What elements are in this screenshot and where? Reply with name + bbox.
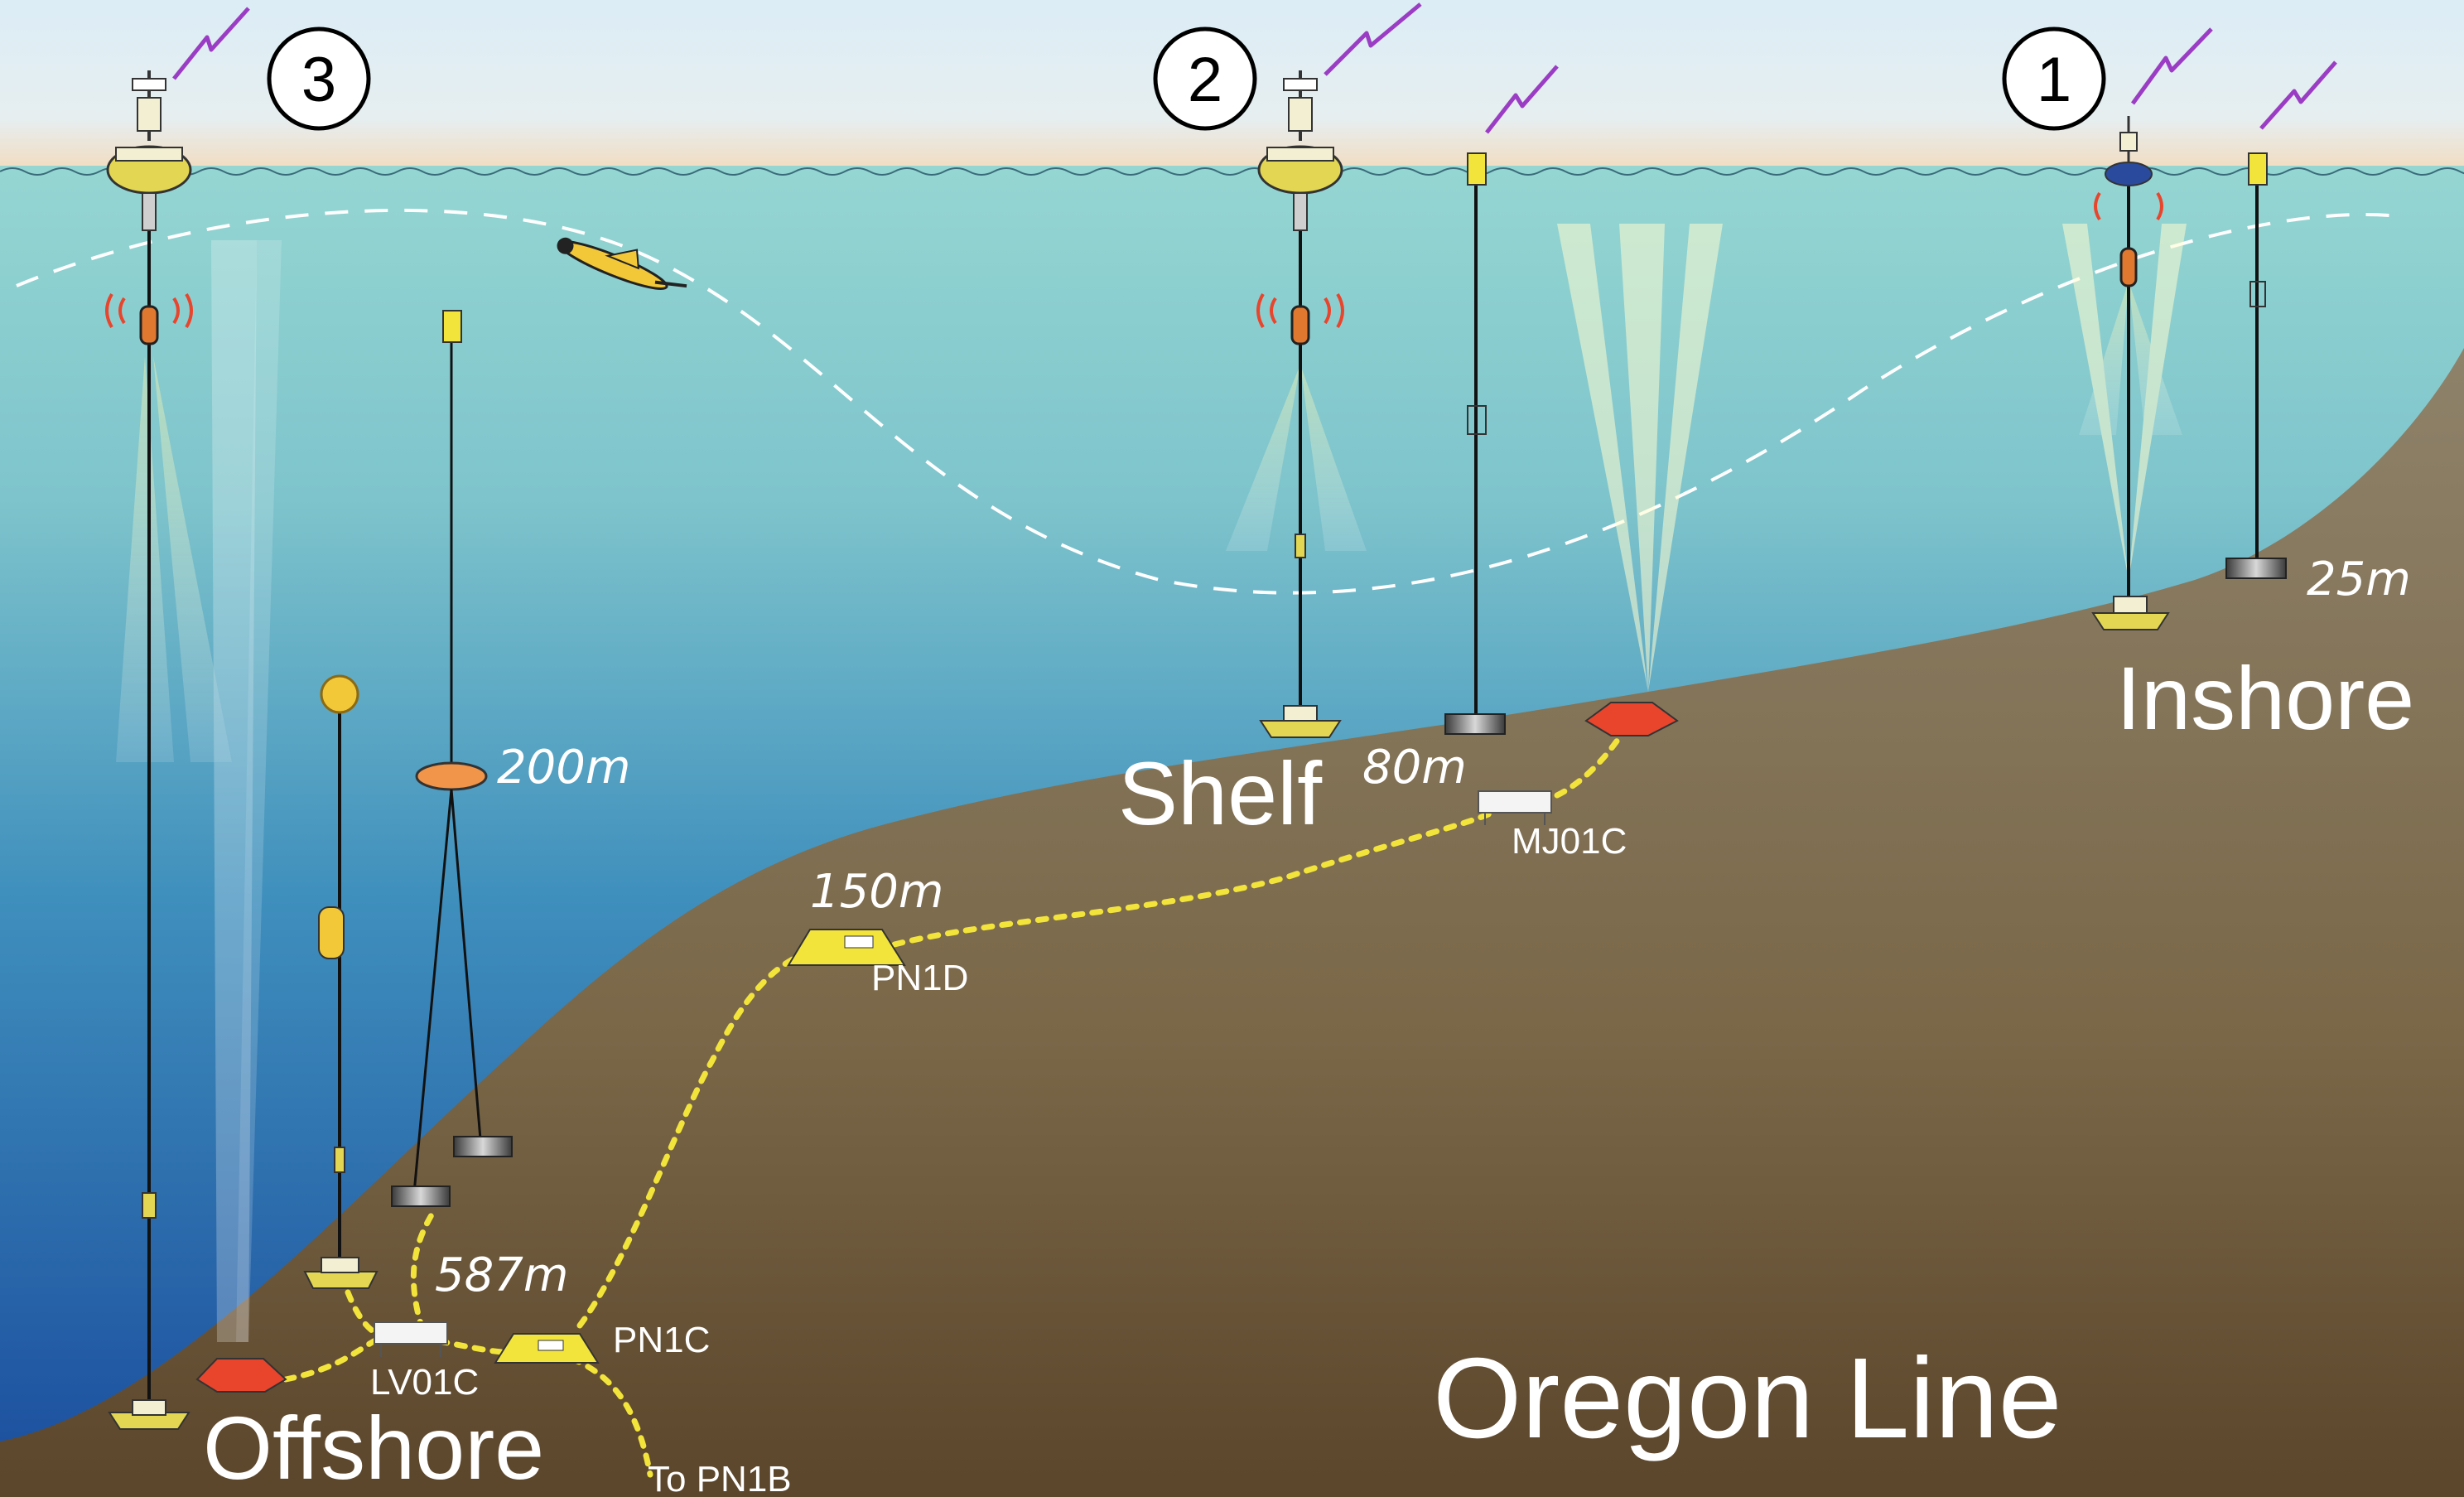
site-marker-1 xyxy=(2002,27,2106,131)
junction-box-lv01c-icon xyxy=(374,1321,448,1357)
sonar-beam-icon xyxy=(153,356,232,762)
node-label-pn1d: PN1D xyxy=(871,958,968,998)
site-number-2: 2 xyxy=(1188,45,1222,115)
anchor-weight-icon xyxy=(195,1358,287,1393)
depth-label-587m: 587m xyxy=(435,1248,568,1302)
depth-label-80m: 80m xyxy=(1362,741,1467,794)
depth-label-150m: 150m xyxy=(810,865,943,919)
node-label-mj01c: MJ01C xyxy=(1512,821,1627,862)
cable-segment xyxy=(568,1355,653,1478)
seafloor-node-icon xyxy=(108,1399,190,1430)
seafloor-node-icon xyxy=(2091,612,2170,630)
sonar-beam-icon xyxy=(2079,282,2129,435)
sonar-beam-icon xyxy=(211,240,257,1342)
shelf-profiler-mooring xyxy=(1444,152,1506,735)
depth-label-25m: 25m xyxy=(2307,553,2411,606)
junction-box-mj01c-icon xyxy=(1478,790,1552,825)
seafloor xyxy=(0,348,2464,1497)
sonar-beam-icon xyxy=(1619,224,1665,692)
seafloor-node-icon xyxy=(303,1271,379,1289)
site-number-3: 3 xyxy=(301,45,336,115)
primary-node-pn1c-icon xyxy=(494,1333,600,1364)
sonar-beams xyxy=(116,224,2187,1342)
sonar-beam-icon xyxy=(116,356,174,762)
cable-segment xyxy=(891,800,1511,948)
acoustic-sensor-icon xyxy=(2094,191,2163,287)
telemetry xyxy=(172,2,2337,134)
mooring-site-3 xyxy=(105,70,287,1430)
acoustic-sensor-icon xyxy=(105,292,193,345)
surface-buoy-icon xyxy=(2105,116,2153,186)
sonar-beam-icon xyxy=(2129,224,2187,580)
sonar-beam-icon xyxy=(236,240,282,1342)
site-markers: 3 2 1 xyxy=(267,27,2106,131)
telemetry-bolt-icon xyxy=(2130,27,2213,105)
telemetry-bolt-icon xyxy=(2259,60,2337,130)
sonar-beam-icon xyxy=(2062,224,2129,580)
depth-label-200m: 200m xyxy=(497,741,630,794)
seafloor-node-icon xyxy=(1259,720,1342,738)
node-label-lv01c: LV01C xyxy=(370,1362,479,1403)
site-marker-3 xyxy=(267,27,371,131)
diagram-title: Oregon Line xyxy=(1433,1335,2062,1462)
cable-segment xyxy=(410,1206,438,1333)
telemetry-bolt-icon xyxy=(1485,65,1559,134)
anchor-weight-icon xyxy=(391,1186,451,1207)
sonar-beam-icon xyxy=(1226,365,1300,551)
node-label-pn1c: PN1C xyxy=(613,1320,710,1360)
anchor-weight-icon xyxy=(2225,558,2287,579)
sonar-beam-icon xyxy=(1300,365,1367,551)
region-label-inshore: Inshore xyxy=(2116,648,2414,748)
node-label-to-pn1b: To PN1B xyxy=(648,1459,792,1497)
profiler-mooring xyxy=(303,674,379,1289)
surface-buoy-icon xyxy=(1257,70,1343,231)
site-number-1: 1 xyxy=(2037,45,2071,115)
region-label-offshore: Offshore xyxy=(203,1398,544,1497)
inshore-profiler-mooring xyxy=(2225,152,2287,579)
primary-node-pn1d-icon xyxy=(787,929,906,966)
glider-icon xyxy=(557,237,687,290)
site-marker-2 xyxy=(1153,27,1257,131)
anchor-weight-icon xyxy=(1584,702,1679,736)
cable-segment xyxy=(576,941,840,1329)
telemetry-bolt-icon xyxy=(172,7,250,80)
sonar-beam-icon xyxy=(1557,224,1648,692)
anchor-weight-icon xyxy=(1444,713,1506,735)
glider-track xyxy=(16,208,2390,595)
anchor-weight-icon xyxy=(453,1136,513,1157)
telemetry-bolt-icon xyxy=(1324,2,1422,76)
mooring-site-1 xyxy=(2091,116,2170,630)
surface-buoy-icon xyxy=(106,70,192,231)
acoustic-sensor-icon xyxy=(1256,292,1344,345)
mooring-site-2 xyxy=(1256,70,1344,738)
sonar-beam-icon xyxy=(1648,224,1723,692)
region-label-shelf: Shelf xyxy=(1118,743,1323,843)
subsurface-float-mooring xyxy=(391,310,513,1207)
